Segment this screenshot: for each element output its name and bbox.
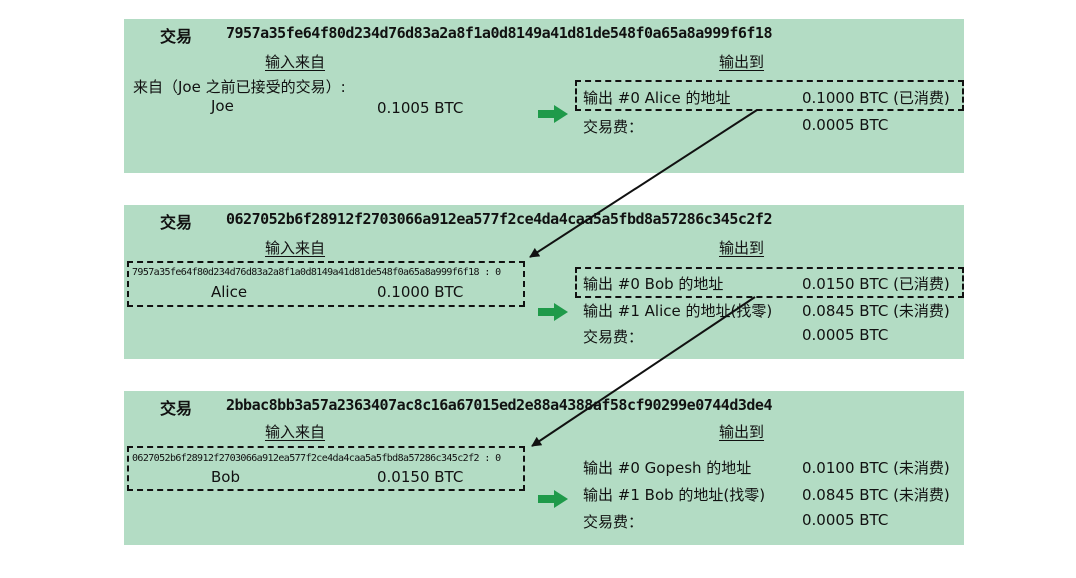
flow-arrow-icon bbox=[538, 105, 568, 123]
tx-hash[interactable]: 2bbac8bb3a57a2363407ac8c16a67015ed2e88a4… bbox=[226, 396, 772, 414]
output-0-label: 输出 #0 Bob 的地址 bbox=[583, 275, 724, 293]
output-header: 输出到 bbox=[719, 53, 765, 71]
output-1-amount: 0.0845 BTC (未消费) bbox=[802, 302, 950, 320]
fee-label: 交易费： bbox=[583, 513, 644, 531]
flow-arrow-icon bbox=[538, 303, 568, 321]
input-reference: 7957a35fe64f80d234d76d83a2a8f1a0d8149a41… bbox=[132, 267, 501, 278]
tx-label: 交易 bbox=[160, 399, 193, 418]
input-box[interactable] bbox=[127, 446, 525, 491]
output-0-amount: 0.1000 BTC (已消费) bbox=[802, 89, 950, 107]
output-box-0[interactable] bbox=[575, 267, 964, 298]
input-box[interactable] bbox=[127, 261, 525, 307]
output-1-amount: 0.0845 BTC (未消费) bbox=[802, 486, 950, 504]
fee-label: 交易费： bbox=[583, 328, 644, 346]
flow-arrow-icon bbox=[538, 490, 568, 508]
input-header: 输入来自 bbox=[265, 53, 326, 71]
tx-label: 交易 bbox=[160, 213, 193, 232]
tx-label: 交易 bbox=[160, 27, 193, 46]
output-0-label: 输出 #0 Gopesh 的地址 bbox=[583, 459, 752, 477]
output-0-label: 输出 #0 Alice 的地址 bbox=[583, 89, 731, 107]
input-amount: 0.0150 BTC bbox=[377, 468, 464, 486]
input-name: Alice bbox=[211, 283, 248, 301]
input-amount: 0.1000 BTC bbox=[377, 283, 464, 301]
fee-label: 交易费： bbox=[583, 118, 644, 136]
input-amount: 0.1005 BTC bbox=[377, 99, 464, 117]
transaction-panel-1: 交易 7957a35fe64f80d234d76d83a2a8f1a0d8149… bbox=[124, 19, 964, 173]
output-1-label: 输出 #1 Bob 的地址(找零) bbox=[583, 486, 766, 504]
transaction-panel-2: 交易 0627052b6f28912f2703066a912ea577f2ce4… bbox=[124, 205, 964, 359]
input-header: 输入来自 bbox=[265, 423, 326, 441]
output-header: 输出到 bbox=[719, 423, 765, 441]
transaction-panel-3: 交易 2bbac8bb3a57a2363407ac8c16a67015ed2e8… bbox=[124, 391, 964, 545]
output-box-0[interactable] bbox=[575, 80, 964, 111]
fee-amount: 0.0005 BTC bbox=[802, 326, 889, 344]
input-name: Joe bbox=[211, 97, 234, 115]
output-header: 输出到 bbox=[719, 239, 765, 257]
input-reference: 0627052b6f28912f2703066a912ea577f2ce4da4… bbox=[132, 453, 501, 464]
input-source: 来自（Joe 之前已接受的交易）: bbox=[133, 78, 346, 96]
fee-amount: 0.0005 BTC bbox=[802, 511, 889, 529]
tx-hash[interactable]: 0627052b6f28912f2703066a912ea577f2ce4da4… bbox=[226, 210, 772, 228]
output-0-amount: 0.0100 BTC (未消费) bbox=[802, 459, 950, 477]
input-header: 输入来自 bbox=[265, 239, 326, 257]
input-name: Bob bbox=[211, 468, 240, 486]
output-1-label: 输出 #1 Alice 的地址(找零) bbox=[583, 302, 773, 320]
tx-hash[interactable]: 7957a35fe64f80d234d76d83a2a8f1a0d8149a41… bbox=[226, 24, 772, 42]
fee-amount: 0.0005 BTC bbox=[802, 116, 889, 134]
output-0-amount: 0.0150 BTC (已消费) bbox=[802, 275, 950, 293]
